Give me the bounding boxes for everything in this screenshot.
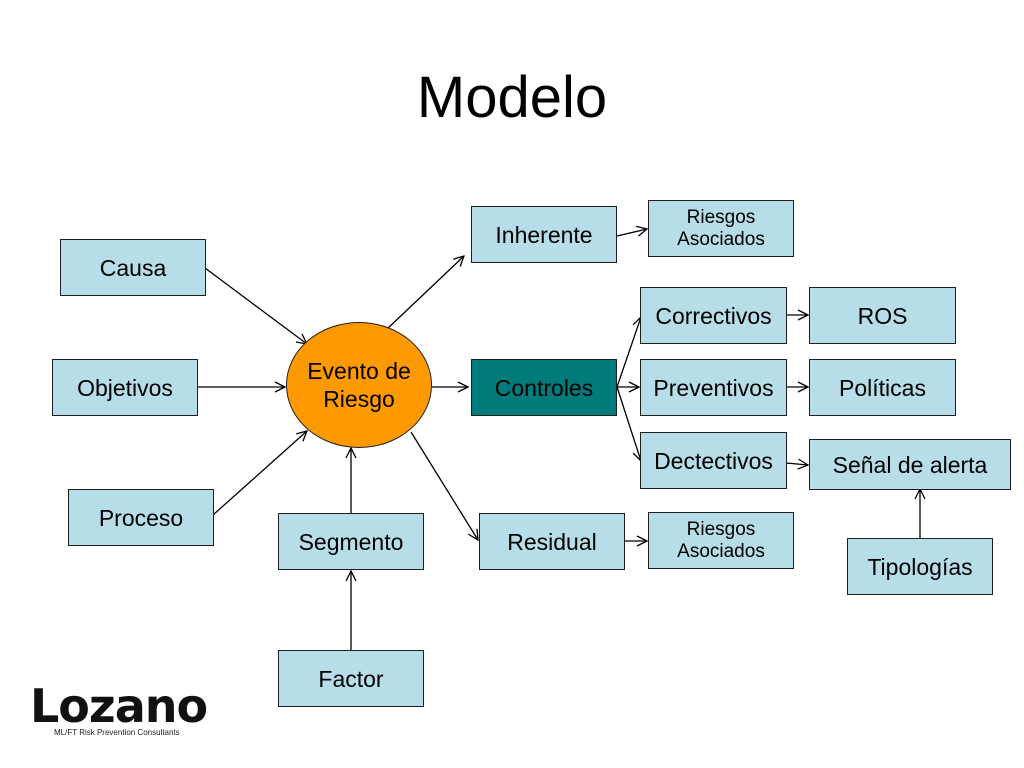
arrow-controles-correctivos	[616, 317, 641, 388]
node-causa: Causa	[60, 239, 206, 296]
node-correctivos-label: Correctivos	[655, 302, 772, 329]
node-factor-label: Factor	[318, 665, 384, 692]
node-residual: Residual	[479, 513, 625, 570]
arrow-controles-dectectivos	[616, 386, 641, 461]
node-politicas-label: Políticas	[839, 374, 926, 401]
node-residual-label: Residual	[507, 528, 597, 555]
node-politicas: Políticas	[809, 359, 956, 416]
logo-tagline: ML/FT Risk Prevention Consultants	[54, 728, 180, 737]
node-proceso: Proceso	[68, 489, 214, 546]
node-evento-label-line1: Evento de	[307, 358, 411, 384]
node-controles: Controles	[471, 359, 617, 416]
arrow-evento-residual	[410, 431, 478, 540]
node-riesgos-bottom-line1: Riesgos	[686, 518, 756, 540]
node-senal-label: Señal de alerta	[832, 451, 988, 478]
node-proceso-label: Proceso	[98, 504, 184, 531]
node-correctivos: Correctivos	[640, 287, 787, 344]
node-riesgos-asociados-bottom: Riesgos Asociados	[648, 512, 794, 569]
node-riesgos-asociados-top: Riesgos Asociados	[648, 200, 794, 257]
node-senal-de-alerta: Señal de alerta	[809, 439, 1011, 490]
node-inherente: Inherente	[471, 206, 617, 263]
node-preventivos-label: Preventivos	[653, 374, 774, 401]
arrow-proceso-evento	[212, 431, 307, 516]
node-tipologias: Tipologías	[847, 538, 993, 595]
arrow-causa-evento	[204, 267, 307, 344]
arrow-evento-inherente	[385, 256, 464, 331]
node-objetivos: Objetivos	[52, 359, 198, 416]
node-segmento: Segmento	[278, 513, 424, 570]
node-tipologias-label: Tipologías	[867, 553, 973, 580]
node-dectectivos: Dectectivos	[640, 432, 787, 489]
slide-title: Modelo	[416, 65, 608, 130]
node-preventivos: Preventivos	[640, 359, 787, 416]
node-factor: Factor	[278, 650, 424, 707]
arrow-inherente-riesgos	[616, 229, 647, 236]
logo-wordmark: Lozano	[30, 679, 208, 733]
node-inherente-label: Inherente	[495, 221, 593, 248]
node-riesgos-bottom-line2: Asociados	[677, 540, 765, 562]
arrow-dectectivos-senal	[785, 463, 808, 465]
node-objetivos-label: Objetivos	[77, 374, 173, 401]
company-logo: Lozano ML/FT Risk Prevention Consultants	[30, 682, 230, 738]
node-ros-label: ROS	[857, 302, 908, 329]
node-controles-label: Controles	[494, 374, 594, 401]
node-causa-label: Causa	[99, 254, 167, 281]
node-dectectivos-label: Dectectivos	[654, 447, 773, 474]
node-ros: ROS	[809, 287, 956, 344]
node-segmento-label: Segmento	[298, 528, 404, 555]
node-evento-de-riesgo: Evento de Riesgo	[286, 322, 432, 448]
node-evento-label-line2: Riesgo	[323, 386, 395, 412]
node-riesgos-top-line2: Asociados	[677, 228, 765, 250]
node-riesgos-top-line1: Riesgos	[686, 206, 756, 228]
